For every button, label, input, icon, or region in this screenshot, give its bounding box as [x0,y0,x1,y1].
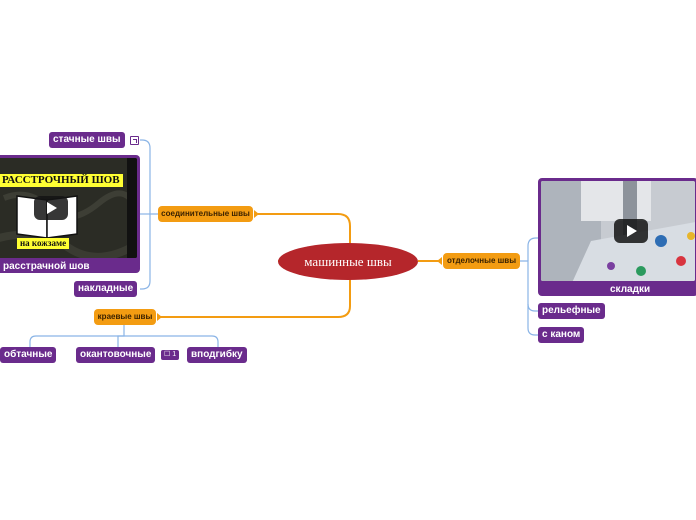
video-thumbnail[interactable]: РАССТРОЧНЫЙ ШОВ на кожзаме [0,158,137,258]
topic-folded-seams[interactable]: вподгибку [187,347,247,363]
connector-stitched [140,139,158,215]
video-thumbnail[interactable] [541,181,695,281]
comment-badge[interactable]: ☐ 1 [161,350,180,360]
topic-piped-seams[interactable]: с каном [538,327,585,343]
thumbnail-caption: на кожзаме [17,238,70,249]
topic-flat-felled-label: расстрачной шов [3,261,90,272]
topic-hemmed-seams[interactable]: обтачные [0,347,57,363]
collapse-arrow-icon[interactable] [437,257,442,265]
connector-overlay [140,214,151,290]
connector-pleats [527,237,538,261]
collapse-arrow-icon[interactable] [157,313,162,321]
comment-count: 1 [172,351,177,358]
topic-overlay-seams[interactable]: накладные [74,281,138,297]
collapse-arrow-icon[interactable] [254,210,259,218]
connector-piped [527,304,538,336]
branch-edge-seams[interactable]: краевые швы [94,309,156,325]
topic-stitched-seams[interactable]: стачные швы [49,132,125,148]
connector-joining [258,213,351,262]
branch-joining-seams[interactable]: соединительные швы [158,206,253,222]
play-icon[interactable] [614,219,648,243]
connector-folded [124,335,219,347]
thumbnail-title: РАССТРОЧНЫЙ ШОВ [0,174,123,187]
connector-relief [520,260,538,312]
topic-pleats-label: складки [610,284,651,295]
topic-bound-seams[interactable]: окантовочные [76,347,156,363]
connector-hemmed [29,325,125,347]
connector-edge [160,261,351,318]
play-icon[interactable] [34,196,68,220]
topic-pleats-card[interactable]: складки [538,178,696,296]
link-icon[interactable] [130,136,139,145]
central-topic[interactable]: машинные швы [278,243,418,280]
branch-finishing-seams[interactable]: отделочные швы [443,253,520,269]
comment-icon: ☐ [164,351,171,358]
topic-flat-felled-card[interactable]: РАССТРОЧНЫЙ ШОВ на кожзаме расстрачной ш… [0,155,140,273]
connector-bound [117,335,124,347]
topic-relief-seams[interactable]: рельефные [538,303,605,319]
